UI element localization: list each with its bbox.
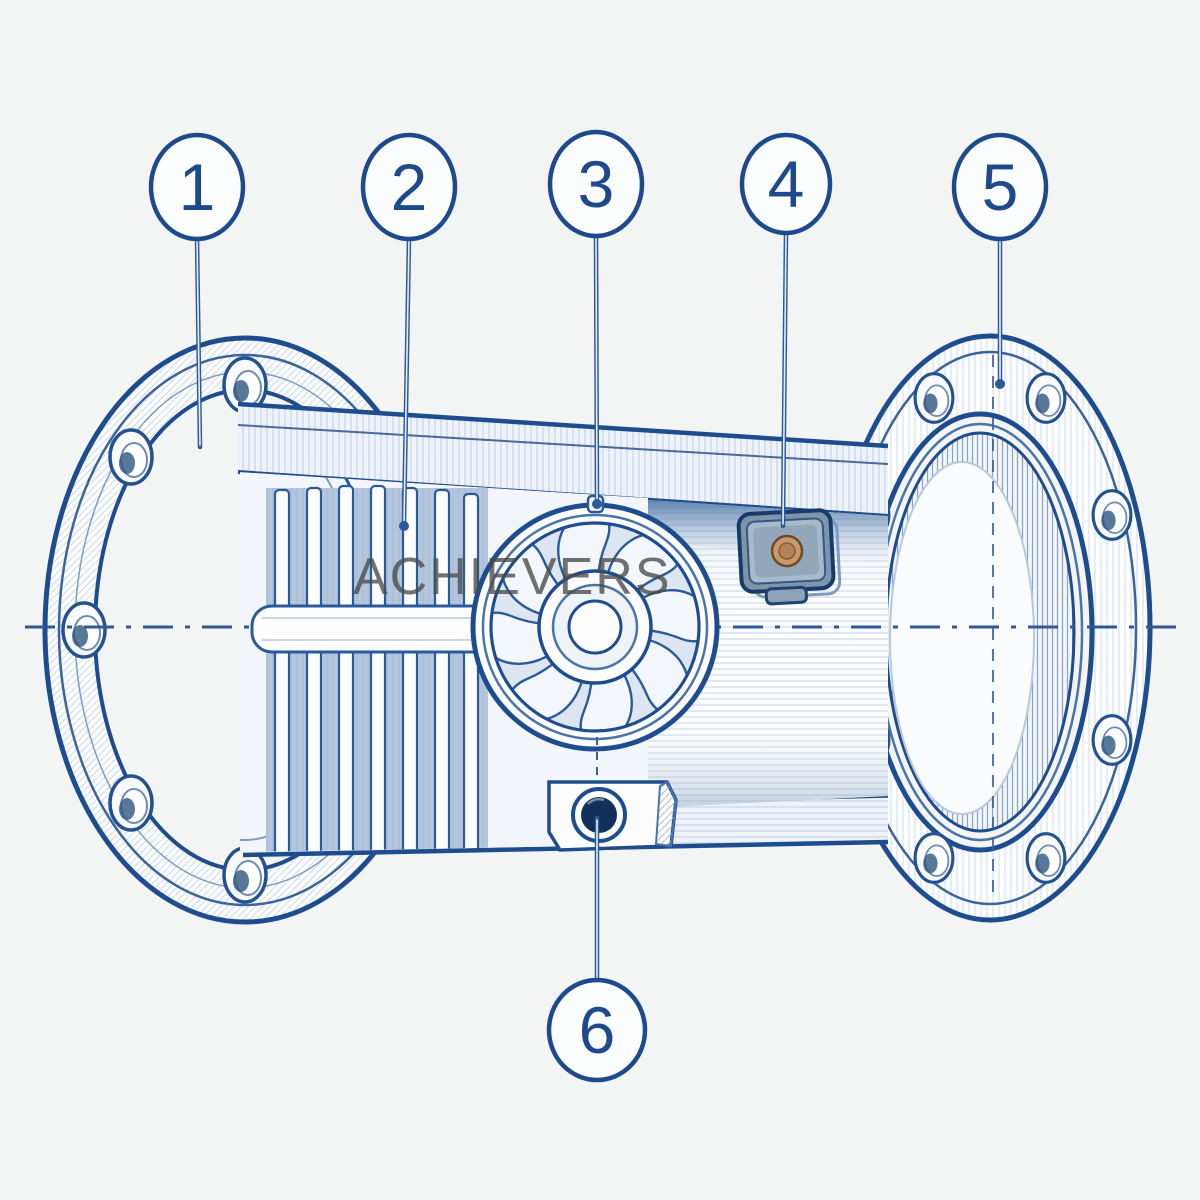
callout-1-circle [148,132,246,242]
callout-1-number: 1 [179,150,216,224]
leader-end-dots [399,379,1005,531]
callout-5: 5 [951,132,1049,242]
meter-body [25,401,1178,858]
callout-2: 2 [360,132,458,242]
turbine-rotor [467,494,723,755]
callout-6-number: 6 [579,993,616,1067]
callout-3: 3 [547,129,645,239]
rotor-hub [537,569,653,685]
callout-3-number: 3 [578,147,615,221]
callout-5-circle [951,132,1049,242]
callout-4: 4 [739,132,833,236]
callout-2-number: 2 [391,150,428,224]
drain-boss [547,737,678,852]
callout-5-number: 5 [982,150,1019,224]
flow-straightener-vanes [273,484,480,852]
sensor-pickup [736,508,842,606]
right-flange-bore-shading [886,433,1074,831]
callout-6-circle [546,977,648,1083]
watermark-text: ACHIEVERS [353,548,672,606]
callout-1: 1 [148,132,246,242]
callout-6: 6 [546,977,648,1083]
callout-3-circle [547,129,645,239]
right-flange-bore-opening [889,461,1035,815]
drain-plug [581,797,617,833]
callout-4-circle [739,132,833,236]
callout-2-circle [360,132,458,242]
callout-4-number: 4 [768,147,805,221]
sensor-base-tab [764,585,808,606]
callouts: 1 2 3 4 5 6 [148,129,1049,1083]
